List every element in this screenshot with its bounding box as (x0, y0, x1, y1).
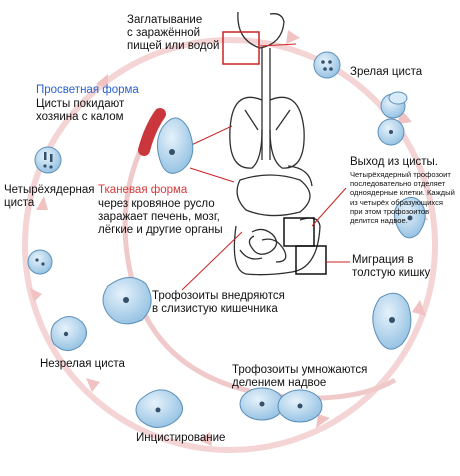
tissue-arc-start (138, 108, 166, 156)
cyst-immature (50, 316, 87, 351)
cyst-mature-top (313, 51, 341, 79)
tissue-arc (122, 116, 397, 401)
label-luminal-title: Просветная форма (36, 84, 139, 96)
label-multiply: Трофозоиты умножаются делением надвое (232, 364, 368, 389)
label-mature-cyst: Зрелая циста (350, 66, 423, 78)
label-luminal-text: Цисты покидают хозяина с калом (36, 98, 125, 123)
label-excyst-title: Выход из цисты. (350, 156, 438, 168)
label-immature-cyst: Незрелая циста (40, 358, 125, 370)
trophozoite-invading (102, 277, 152, 325)
label-four-nucleus-cyst: Четырёхядерная циста (4, 184, 95, 209)
trophozoites-dividing (239, 387, 323, 423)
trophozoite-migrating (394, 197, 426, 239)
trophozoite-tissue (156, 117, 194, 174)
label-swallow: Заглатывание с заражённой пищей или водо… (127, 14, 220, 52)
label-migration: Миграция в толстую кишку (352, 254, 431, 279)
trophozoite-encysting (135, 389, 183, 428)
label-tissue-text: через кровяное русло заражает печень, мо… (98, 198, 223, 236)
label-encyst: Инцистирование (136, 432, 226, 444)
cyst-emerging (380, 91, 408, 119)
highlight-boxes (222, 31, 327, 275)
label-tissue-title: Тканевая форма (98, 184, 188, 196)
trophozoite-right (372, 292, 412, 350)
label-invade: Трофозоиты внедряются в слизистую кишечн… (152, 290, 285, 315)
human-anatomy (229, 11, 321, 276)
cyst-excysting (377, 118, 405, 146)
label-excyst-text: Четырёхядерный трофозоит последовательно… (350, 170, 455, 226)
cyst-four-nucleus (34, 146, 62, 174)
cycle-ring (22, 37, 438, 453)
cyst-binucleate (27, 249, 53, 275)
